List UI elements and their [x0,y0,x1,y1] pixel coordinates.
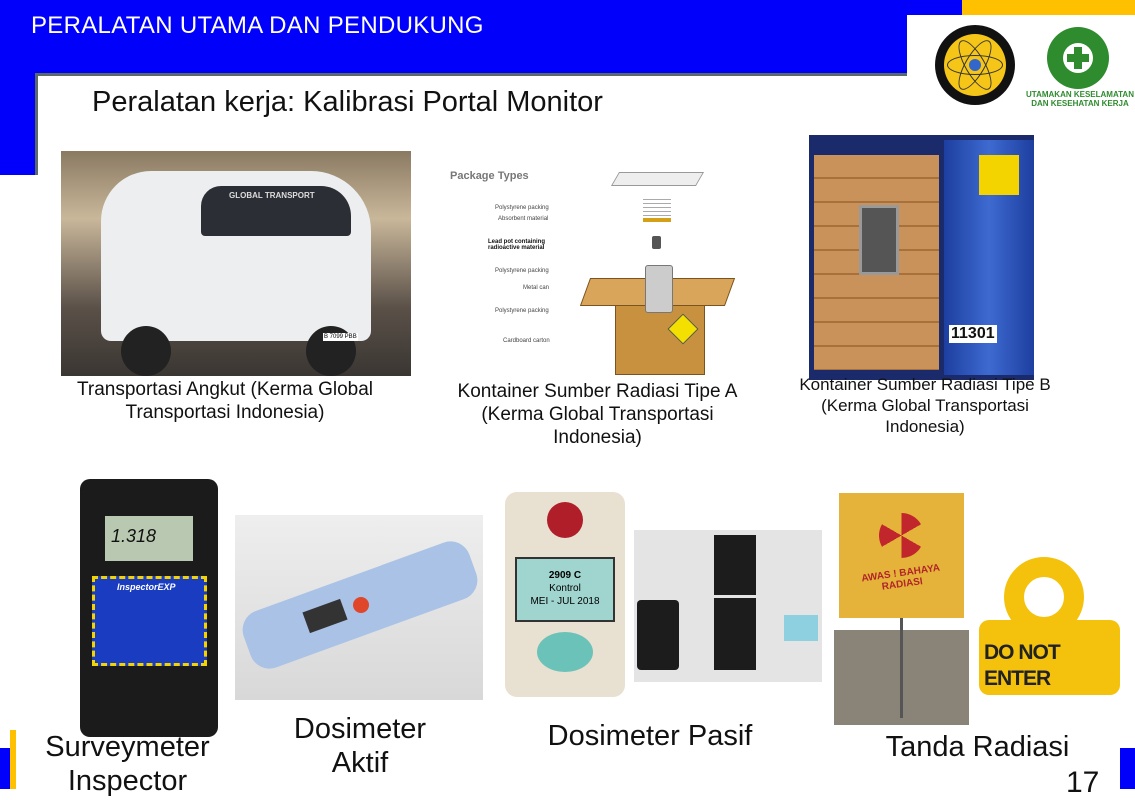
radiation-sign-photo: AWAS ! BAHAYA RADIASI [834,488,969,725]
diagram-title: Package Types [450,170,529,182]
yellow-accent [962,0,1135,15]
caption-transportasi: Transportasi Angkut (Kerma Global Transp… [76,379,374,423]
badge-code: 2909 C [548,570,582,581]
k3-gear-icon [1047,27,1109,89]
logo-box: UTAMAKAN KESELAMATAN DAN KESEHATAN KERJA [907,15,1135,110]
badge-period: MEI - JUL 2018 [530,596,600,607]
diagram-label: Polystyrene packing [495,205,549,211]
k3-logo-text: UTAMAKAN KESELAMATAN DAN KESEHATAN KERJA [1025,90,1135,108]
caption-dosimeter-aktif: Dosimeter Aktif [293,713,427,779]
active-dosimeter-photo [235,515,483,700]
bottom-left-blue-accent [0,748,10,789]
diagram-label: Polystyrene packing [495,308,549,314]
tape-text: DO NOT ENTER [984,641,1061,690]
slide-title: Peralatan kerja: Kalibrasi Portal Monito… [92,86,603,118]
diagram-label: Cardboard carton [503,338,550,344]
surveymeter-photo: 1.318 InspectorEXP [77,476,222,740]
content-panel-border-left [35,73,38,175]
page-number: 17 [1066,766,1100,799]
caption-dosimeter-pasif: Dosimeter Pasif [547,720,753,752]
caption-kontainer-a: Kontainer Sumber Radiasi Tipe A (Kerma G… [457,381,738,448]
passive-dosimeter-badge-photo: 2909 C Kontrol MEI - JUL 2018 [497,487,634,705]
k3-line1: UTAMAKAN KESELAMATAN [1026,90,1134,99]
bottom-left-yellow-accent [10,730,16,789]
drum-number: 11301 [949,325,997,343]
bottom-right-blue-accent [1120,748,1135,789]
nuklir-logo [935,25,1015,105]
header-title: PERALATAN UTAMA DAN PENDUKUNG [31,12,484,39]
caption-surveymeter: Surveymeter Inspector [45,731,210,797]
package-types-diagram: Package Types Polystyrene packing Absorb… [440,160,740,380]
surveymeter-brand: InspectorEXP [117,582,176,592]
diagram-label: Polystyrene packing [495,268,549,274]
caption-kontainer-b: Kontainer Sumber Radiasi Tipe B (Kerma G… [799,375,1051,436]
diagram-label: Absorbent material [498,216,549,222]
diagram-label: Lead pot containing radioactive material [488,239,545,251]
content-panel-border [37,73,917,81]
caption-tanda-radiasi: Tanda Radiasi [885,731,1070,763]
surveymeter-display: 1.318 [105,516,193,561]
header-bar [0,0,962,73]
diagram-label: Metal can [523,285,550,291]
passive-dosimeter-open-photo [634,530,822,682]
left-accent [0,73,37,175]
van-text: GLOBAL TRANSPORT [229,191,315,200]
type-b-container-photo: 11301 [809,135,1034,380]
k3-line2: DAN KESEHATAN KERJA [1031,99,1129,108]
radiation-tape-photo: DO NOT ENTER [979,555,1120,700]
van-photo: GLOBAL TRANSPORT B 7099 PBB [61,151,411,376]
license-plate: B 7099 PBB [323,333,358,341]
badge-label: Kontrol [549,583,581,594]
